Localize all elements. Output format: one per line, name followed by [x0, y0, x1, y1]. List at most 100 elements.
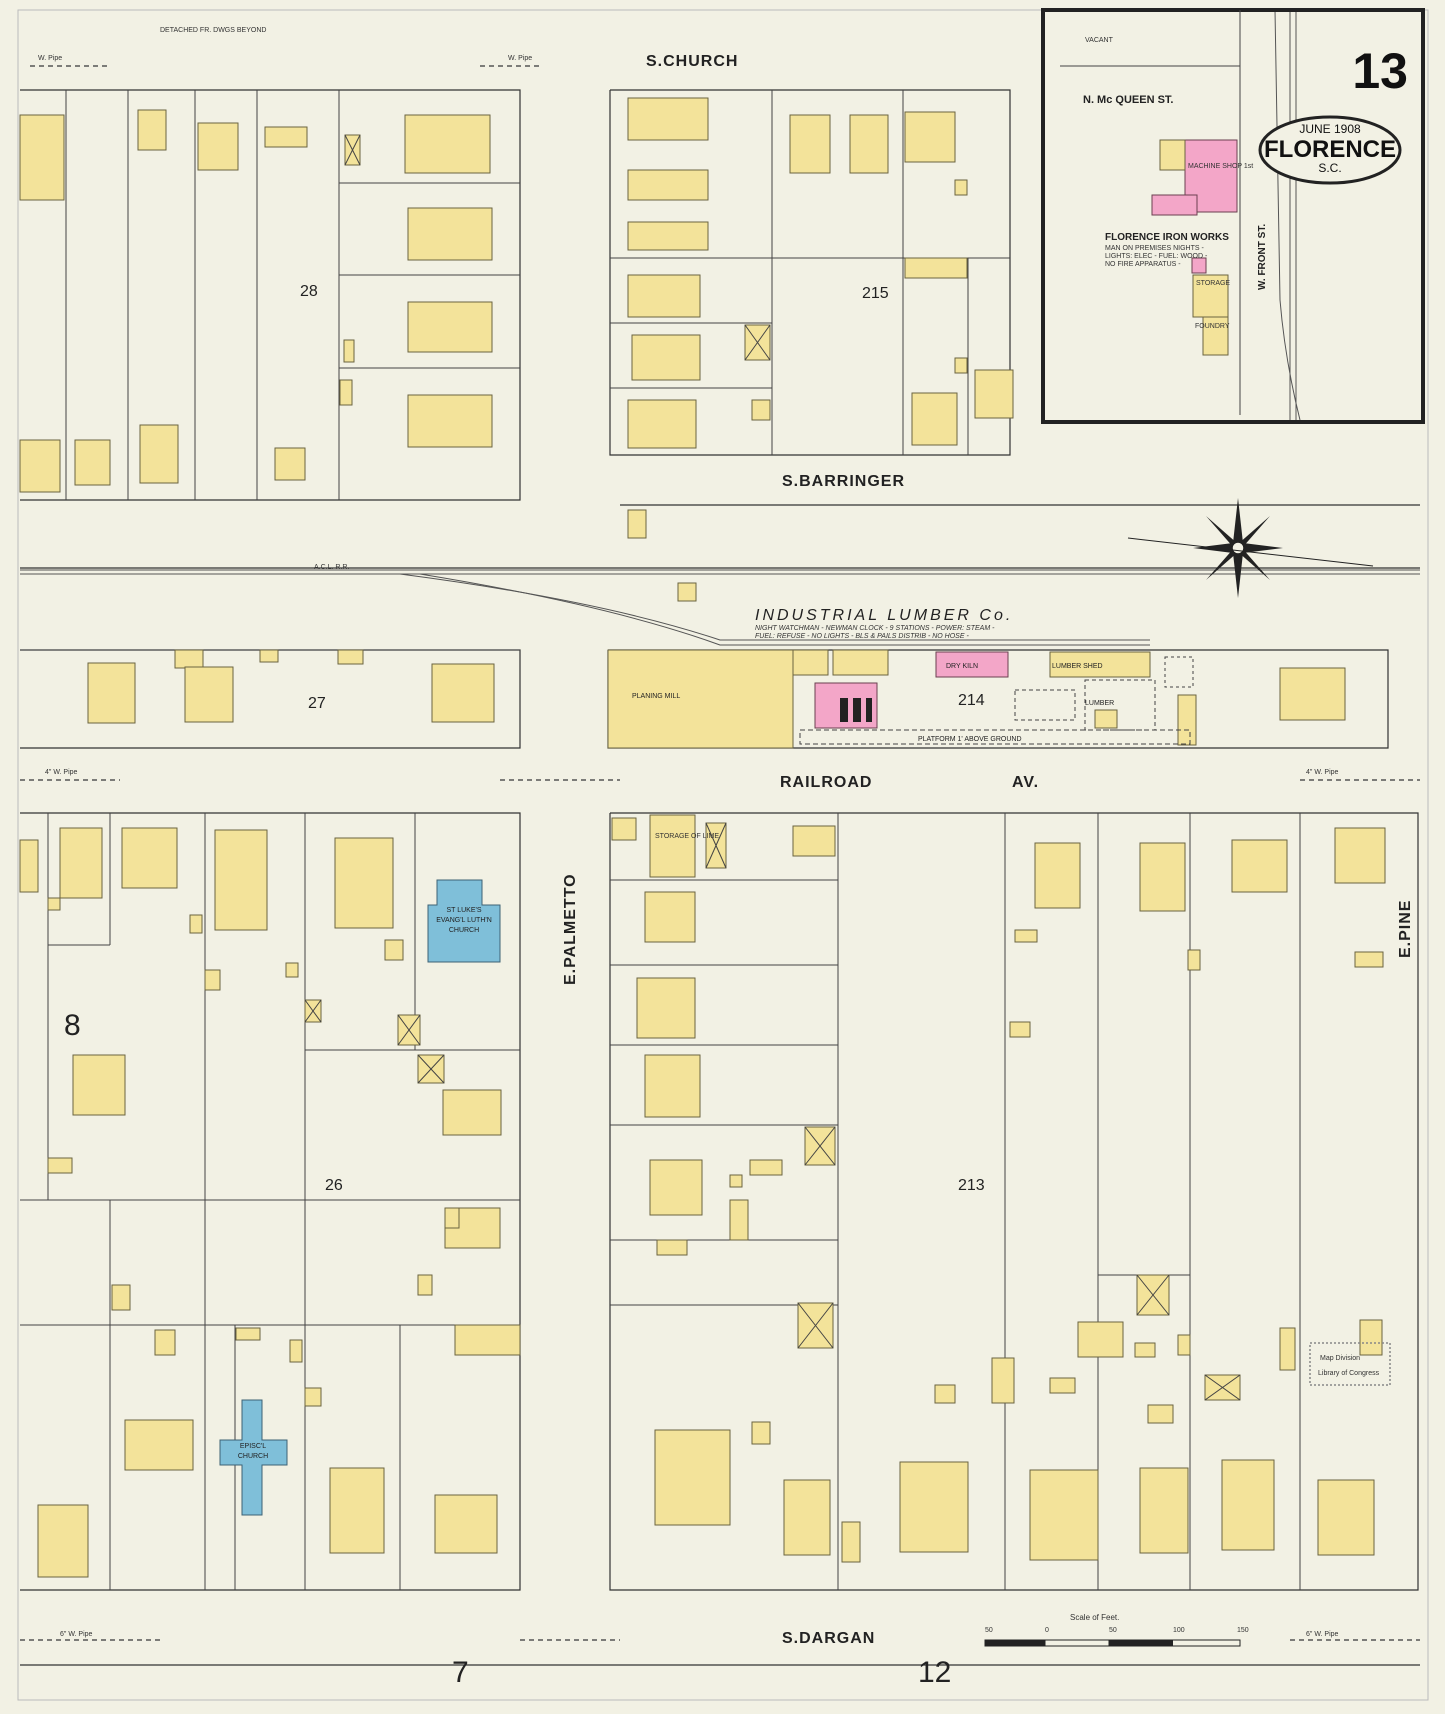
lot-lines-block-215 [610, 90, 1010, 455]
dwelling [792, 825, 836, 857]
lumber-note: NIGHT WATCHMAN - NEWMAN CLOCK - 9 STATIO… [755, 625, 995, 632]
scale-tick: 0 [1045, 1627, 1049, 1634]
shed [1359, 1319, 1383, 1356]
dwelling [74, 439, 111, 486]
dwelling [124, 1419, 194, 1471]
shed [751, 399, 771, 421]
pipe-label: 6" W. Pipe [60, 1631, 93, 1638]
shed [444, 1207, 460, 1229]
dwelling [649, 1159, 703, 1216]
library-stamp-box [1309, 1342, 1391, 1386]
dwelling [1221, 1459, 1275, 1551]
shed [384, 939, 404, 961]
storage-lime-label: STORAGE OF LIME [655, 833, 719, 840]
planing-mill-label: PLANING MILL [632, 693, 680, 700]
shed [47, 1157, 73, 1174]
scale-label: Scale of Feet. [1070, 1613, 1119, 1622]
dwelling [849, 114, 889, 174]
dwelling [19, 839, 39, 893]
vacant-label: VACANT [1085, 37, 1114, 44]
street-palmetto: E.PALMETTO [562, 873, 579, 985]
dwelling [1029, 1469, 1099, 1561]
shed [1134, 1342, 1156, 1358]
dwelling [789, 114, 831, 174]
block-number: 26 [325, 1177, 343, 1194]
shed [1187, 949, 1201, 971]
dwelling [184, 666, 234, 723]
storage [649, 814, 696, 878]
shed [1077, 1321, 1124, 1358]
shed [259, 649, 279, 663]
scale-tick: 100 [1173, 1627, 1185, 1634]
dwelling [1139, 842, 1186, 912]
dwelling [329, 1467, 385, 1554]
street-dargan: S.DARGAN [782, 1630, 875, 1647]
dwelling [1279, 667, 1346, 721]
pipe-label: 4" W. Pipe [45, 769, 78, 776]
iron-works-inset [1041, 8, 1425, 424]
shed [1009, 1021, 1031, 1038]
shed [47, 897, 61, 911]
block-number: 215 [862, 285, 889, 302]
dwelling [974, 369, 1014, 419]
detached-note: DETACHED FR. DWGS BEYOND [160, 27, 266, 34]
map-border [17, 9, 1429, 1701]
shed [339, 379, 353, 406]
dwelling [454, 1324, 521, 1356]
shed [611, 817, 637, 841]
dwelling [434, 1494, 498, 1554]
dwelling [911, 392, 958, 446]
shed [1177, 1334, 1191, 1356]
street-railroad: RAILROAD [780, 774, 872, 791]
dwelling [121, 827, 178, 889]
street-barringer: S.BARRINGER [782, 473, 905, 490]
pipe-label: 6" W. Pipe [1306, 1631, 1339, 1638]
church-label: CHURCH [449, 927, 479, 934]
shed [841, 1521, 861, 1563]
dwelling [627, 399, 697, 449]
dwelling [899, 1461, 969, 1553]
iron-works-label: FLORENCE IRON WORKS [1105, 232, 1229, 243]
church-label: EVANG'L LUTH'N [436, 917, 492, 924]
railroad-label: A.C.L. R.R. [314, 564, 349, 571]
dwelling [334, 837, 394, 929]
dwelling [407, 301, 493, 353]
lumber-label: LUMBER [1085, 700, 1114, 707]
shed [337, 649, 364, 665]
shed [174, 649, 204, 669]
shed [729, 1199, 749, 1241]
shed [954, 357, 968, 374]
dwelling [783, 1479, 831, 1556]
dwelling [87, 662, 136, 724]
shed [749, 1159, 783, 1176]
block-number: 214 [958, 692, 985, 709]
dwelling [644, 891, 696, 943]
shed [904, 257, 968, 279]
shed [1354, 951, 1384, 968]
shed [751, 1421, 771, 1445]
iron-works-note: LIGHTS: ELEC - FUEL: WOOD - [1105, 253, 1208, 260]
dwelling [274, 447, 306, 481]
dwelling [37, 1504, 89, 1578]
shed [934, 1384, 956, 1404]
street-railroad-av: AV. [1012, 774, 1039, 791]
shed [1147, 1404, 1174, 1424]
dwelling [636, 977, 696, 1039]
dwelling [904, 111, 956, 163]
street-front: W. FRONT ST. [1257, 224, 1268, 290]
shed [189, 914, 203, 934]
dwelling [1231, 839, 1288, 893]
church-label: EPISC'L [240, 1443, 266, 1450]
block-number: 27 [308, 695, 326, 712]
dwelling [627, 97, 709, 141]
shed [289, 1339, 303, 1363]
shed [1049, 1377, 1076, 1394]
lot-lines-block-213 [610, 813, 1301, 1590]
shed [1279, 1327, 1296, 1371]
lot-lines-block-26 [20, 813, 520, 1590]
churches [219, 879, 501, 1516]
water-pipes [20, 65, 1420, 1641]
dwelling [627, 221, 709, 251]
dwelling [1317, 1479, 1375, 1556]
